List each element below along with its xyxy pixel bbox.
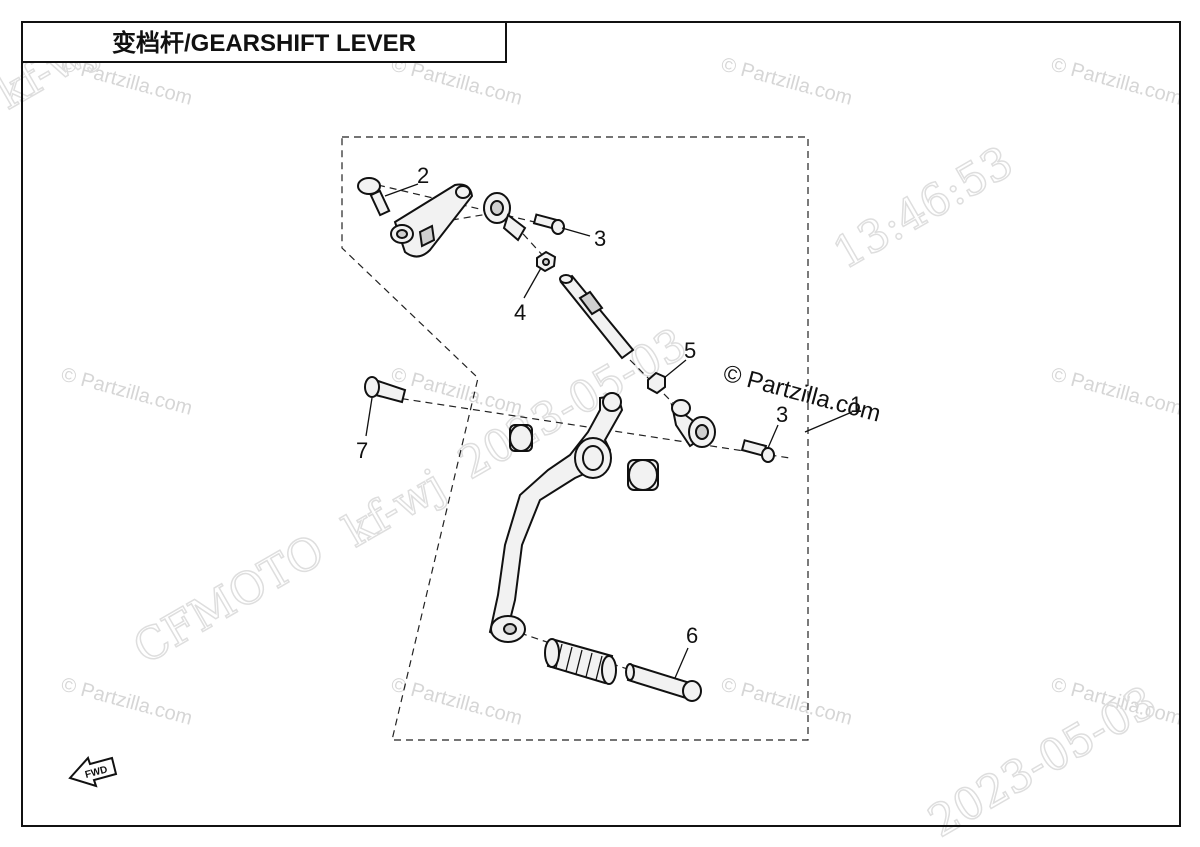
- watermark-brand: CFMOTO: [125, 525, 333, 675]
- callout-5: 5: [684, 338, 696, 363]
- axis-line: [514, 224, 546, 259]
- callout-4: 4: [514, 300, 526, 325]
- shift-rod: [559, 274, 635, 360]
- leader-line-4: [523, 267, 542, 299]
- upper-ball-joint: [483, 192, 527, 242]
- watermark-code: kf-wj: [335, 460, 454, 558]
- leader-line-5: [663, 359, 687, 379]
- page-title: 变档杆/GEARSHIFT LEVER: [112, 29, 416, 57]
- callout-3: 3: [776, 402, 788, 427]
- upper-nut: [536, 250, 557, 273]
- watermark-partzilla: © Partzilla.com: [719, 674, 855, 730]
- bushing-left: [509, 424, 533, 452]
- foot-peg-rubber: [544, 638, 617, 685]
- assembly-boundary: [341, 136, 809, 741]
- pivot-bolt: [364, 376, 407, 404]
- upper-shift-arm: [390, 183, 474, 258]
- diagram-frame: [21, 21, 1181, 827]
- title-box: [21, 21, 507, 63]
- foot-peg-bolt: [625, 663, 702, 702]
- callout-3: 3: [594, 226, 606, 251]
- watermark-partzilla: © Partzilla.com: [389, 674, 525, 730]
- callout-2: 2: [417, 163, 429, 188]
- watermark-partzilla: © Partzilla.com: [1049, 364, 1185, 420]
- forward-arrow-icon: FWD: [68, 756, 118, 788]
- callout-6: 6: [686, 623, 698, 648]
- watermark-partzilla: © Partzilla.com: [719, 54, 855, 110]
- axis-line: [377, 394, 791, 459]
- lower-bolt: [740, 439, 775, 463]
- callout-1: 1: [850, 392, 862, 417]
- leader-line-1: [804, 411, 853, 433]
- leader-line-3b: [767, 424, 779, 449]
- leader-line-3a: [561, 227, 591, 237]
- watermark-partzilla: © Partzilla.com: [59, 364, 195, 420]
- leader-line-6: [674, 647, 689, 679]
- watermark-partzilla: © Partzilla.com: [389, 364, 525, 420]
- leader-line-2: [384, 183, 419, 197]
- watermark-partzilla: © Partzilla.com: [59, 674, 195, 730]
- watermark-partzilla: © Partzilla.com: [1049, 54, 1185, 110]
- bushing-right: [627, 459, 659, 491]
- arm-bolt: [357, 177, 391, 217]
- leader-line-7: [365, 397, 373, 437]
- watermark-date: 2023-05-03: [920, 677, 1165, 847]
- callout-7: 7: [356, 438, 368, 463]
- lower-ball-joint: [670, 399, 716, 448]
- watermark-time: 13:46:53: [825, 137, 1022, 280]
- upper-bolt: [532, 213, 565, 235]
- gearshift-lever: [488, 392, 624, 643]
- lower-nut: [647, 371, 666, 395]
